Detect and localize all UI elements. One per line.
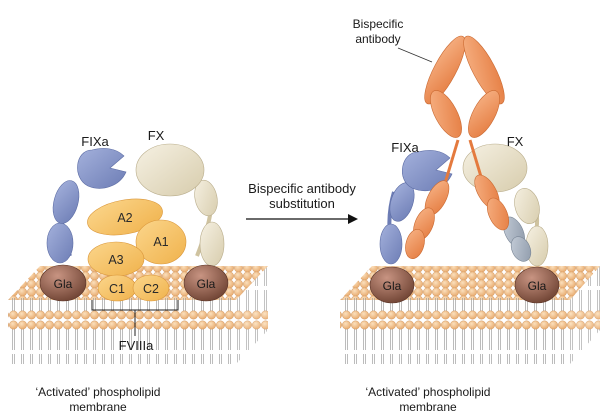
domain-a1 [135, 219, 187, 265]
fixa-protein-left [46, 148, 127, 264]
gla-domain-right-fx: Gla [514, 266, 560, 304]
domain-c2-label: C2 [143, 282, 159, 296]
domain-a3-label: A3 [108, 253, 123, 267]
fviiia-label: FVIIIa [119, 338, 154, 353]
arrow-label-line2: substitution [269, 196, 335, 211]
fixa-protein-right [379, 150, 453, 265]
fixa-label-right: FIXa [391, 140, 419, 155]
antibody-label-line1: Bispecific [353, 17, 404, 31]
gla-label: Gla [383, 279, 402, 293]
arrow-label-line1: Bispecific antibody [248, 181, 356, 196]
domain-c1-label: C1 [109, 282, 125, 296]
bispecific-antibody [397, 35, 510, 259]
domain-c2 [132, 274, 170, 302]
gla-label: Gla [54, 277, 73, 291]
fx-label-left: FX [148, 128, 165, 143]
left-panel: A2 A1 A3 C1 C2 Gla Gla FIXa FX FVIIIa ‘A… [8, 128, 268, 414]
gla-label: Gla [528, 279, 547, 293]
fviiia-complex: A2 A1 A3 C1 C2 [87, 198, 187, 302]
fx-label-right: FX [507, 134, 524, 149]
fviiia-bracket [91, 300, 179, 336]
gla-domain-left-fixa: Gla [39, 264, 87, 302]
domain-a1-label: A1 [153, 235, 168, 249]
domain-a2-label: A2 [117, 211, 132, 225]
right-caption-line1: ‘Activated’ phospholipid [366, 385, 491, 399]
right-panel: Gla Gla Bispecific antibody FIXa FX ‘Act… [340, 17, 600, 414]
fixa-label-left: FIXa [81, 134, 109, 149]
right-caption-line2: membrane [399, 400, 457, 414]
gla-domain-left-fx: Gla [183, 264, 229, 302]
gla-label: Gla [197, 277, 216, 291]
gla-domain-right-fixa: Gla [369, 266, 415, 304]
left-caption-line1: ‘Activated’ phospholipid [36, 385, 161, 399]
substitution-arrow: Bispecific antibody substitution [246, 181, 358, 224]
left-caption-line2: membrane [69, 400, 127, 414]
fx-protein-left [135, 143, 225, 267]
antibody-label-line2: antibody [355, 32, 400, 46]
